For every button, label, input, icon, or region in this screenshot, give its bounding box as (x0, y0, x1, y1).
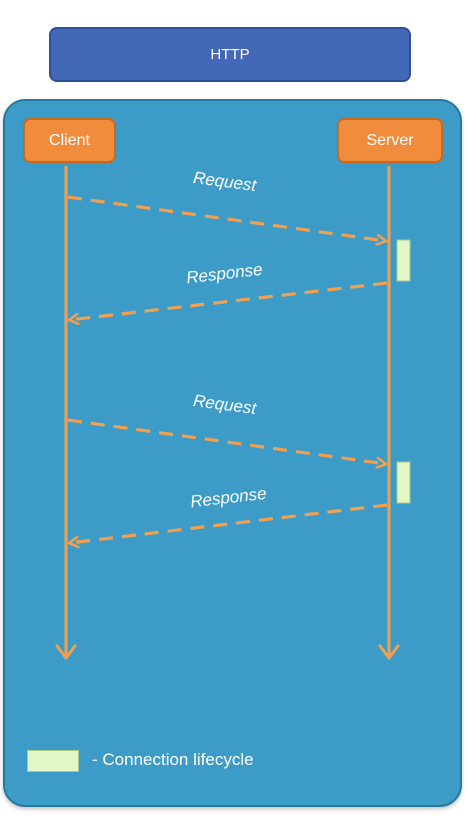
server-lifeline-arrowhead (378, 644, 400, 660)
connection-lifecycle-bar (396, 461, 411, 504)
http-title: HTTP (210, 46, 250, 63)
sequence-panel (3, 99, 462, 807)
request-arrow (67, 418, 386, 464)
request-arrow (67, 195, 386, 241)
http-title-box: HTTP (49, 27, 411, 82)
server-label: Server (366, 131, 414, 149)
message-label: Response (185, 260, 263, 288)
message-label: Request (192, 391, 259, 418)
legend-swatch (27, 750, 79, 772)
response-arrow (69, 281, 388, 320)
message-label: Request (192, 168, 259, 195)
client-actor-box: Client (23, 118, 116, 163)
client-lifeline-arrowhead (55, 644, 77, 660)
client-label: Client (49, 131, 90, 149)
server-actor-box: Server (337, 118, 443, 163)
legend-text: - Connection lifecycle (92, 750, 254, 769)
response-arrow (69, 503, 388, 543)
connection-lifecycle-bar (396, 239, 411, 282)
message-label: Response (189, 484, 267, 512)
